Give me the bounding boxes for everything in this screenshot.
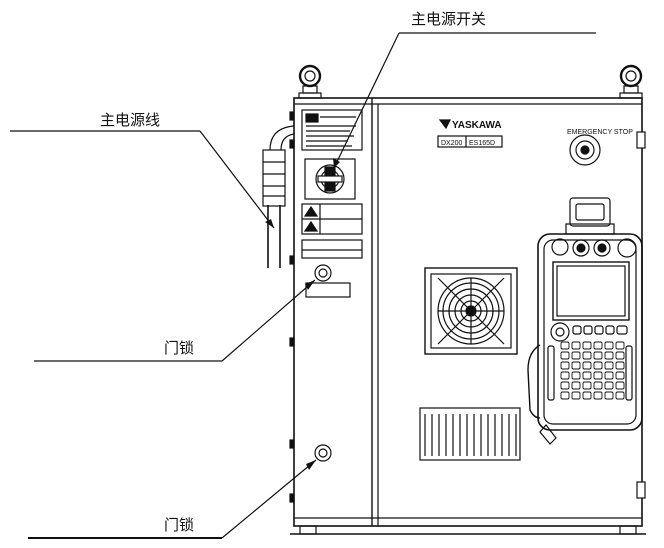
model-right-text: ES165D [469, 140, 495, 147]
pendant-key [604, 391, 614, 400]
pendant-key [593, 381, 603, 390]
pendant-key [571, 391, 581, 400]
pendant-key [615, 351, 625, 360]
hinge-upper [636, 131, 646, 149]
pendant-key [560, 381, 570, 390]
emergency-stop-button [569, 134, 601, 166]
label-main-power-switch: 主电源开关 [411, 10, 486, 28]
pendant-key [571, 361, 581, 370]
main-power-switch [304, 158, 356, 200]
pendant-key [582, 361, 592, 370]
cooling-fan [424, 267, 518, 355]
pendant-key [604, 381, 614, 390]
caution-label [301, 203, 363, 235]
pendant-key [593, 341, 603, 350]
door-lock-plate [305, 282, 351, 298]
hinge-lower [636, 481, 646, 499]
pendant-key [582, 341, 592, 350]
pendant-key [560, 341, 570, 350]
eye-bolt-left [298, 64, 322, 99]
model-left-text: DX200 [441, 140, 463, 147]
pendant-key [571, 351, 581, 360]
pendant-key [593, 361, 603, 370]
pendant-key [582, 391, 592, 400]
pendant-key [560, 371, 570, 380]
power-cable [262, 125, 295, 268]
pendant-key [604, 341, 614, 350]
pendant-holder [565, 197, 615, 235]
pendant-key [615, 341, 625, 350]
label-main-power-cable: 主电源线 [100, 111, 160, 129]
pendant-key [560, 351, 570, 360]
pendant-key [593, 351, 603, 360]
pendant-key [615, 391, 625, 400]
teach-pendant [537, 233, 643, 431]
pendant-key [593, 391, 603, 400]
door-lock-lower [314, 444, 332, 462]
rating-plate [301, 239, 363, 259]
emergency-stop-text: EMERGENCY STOP [567, 129, 633, 136]
pendant-key [615, 381, 625, 390]
door-lock-upper [314, 264, 332, 282]
pendant-key [604, 361, 614, 370]
pendant-key [604, 351, 614, 360]
label-door-lock-upper: 门锁 [164, 339, 194, 357]
pendant-key [593, 371, 603, 380]
pendant-key [582, 381, 592, 390]
pendant-key [582, 351, 592, 360]
eye-bolt-right [619, 64, 643, 99]
pendant-key [615, 361, 625, 370]
warning-label-top [301, 109, 363, 151]
brand-logo: YASKAWA [452, 120, 502, 131]
pendant-key [571, 381, 581, 390]
pendant-key [571, 371, 581, 380]
label-door-lock-lower: 门锁 [164, 516, 194, 534]
vent-slots [419, 407, 521, 461]
pendant-key [615, 371, 625, 380]
pendant-key [582, 371, 592, 380]
pendant-key [571, 341, 581, 350]
pendant-cable [527, 344, 557, 445]
pendant-key [560, 391, 570, 400]
leader-lines [10, 32, 596, 539]
pendant-key [604, 371, 614, 380]
model-label [437, 135, 503, 148]
pendant-key [560, 361, 570, 370]
